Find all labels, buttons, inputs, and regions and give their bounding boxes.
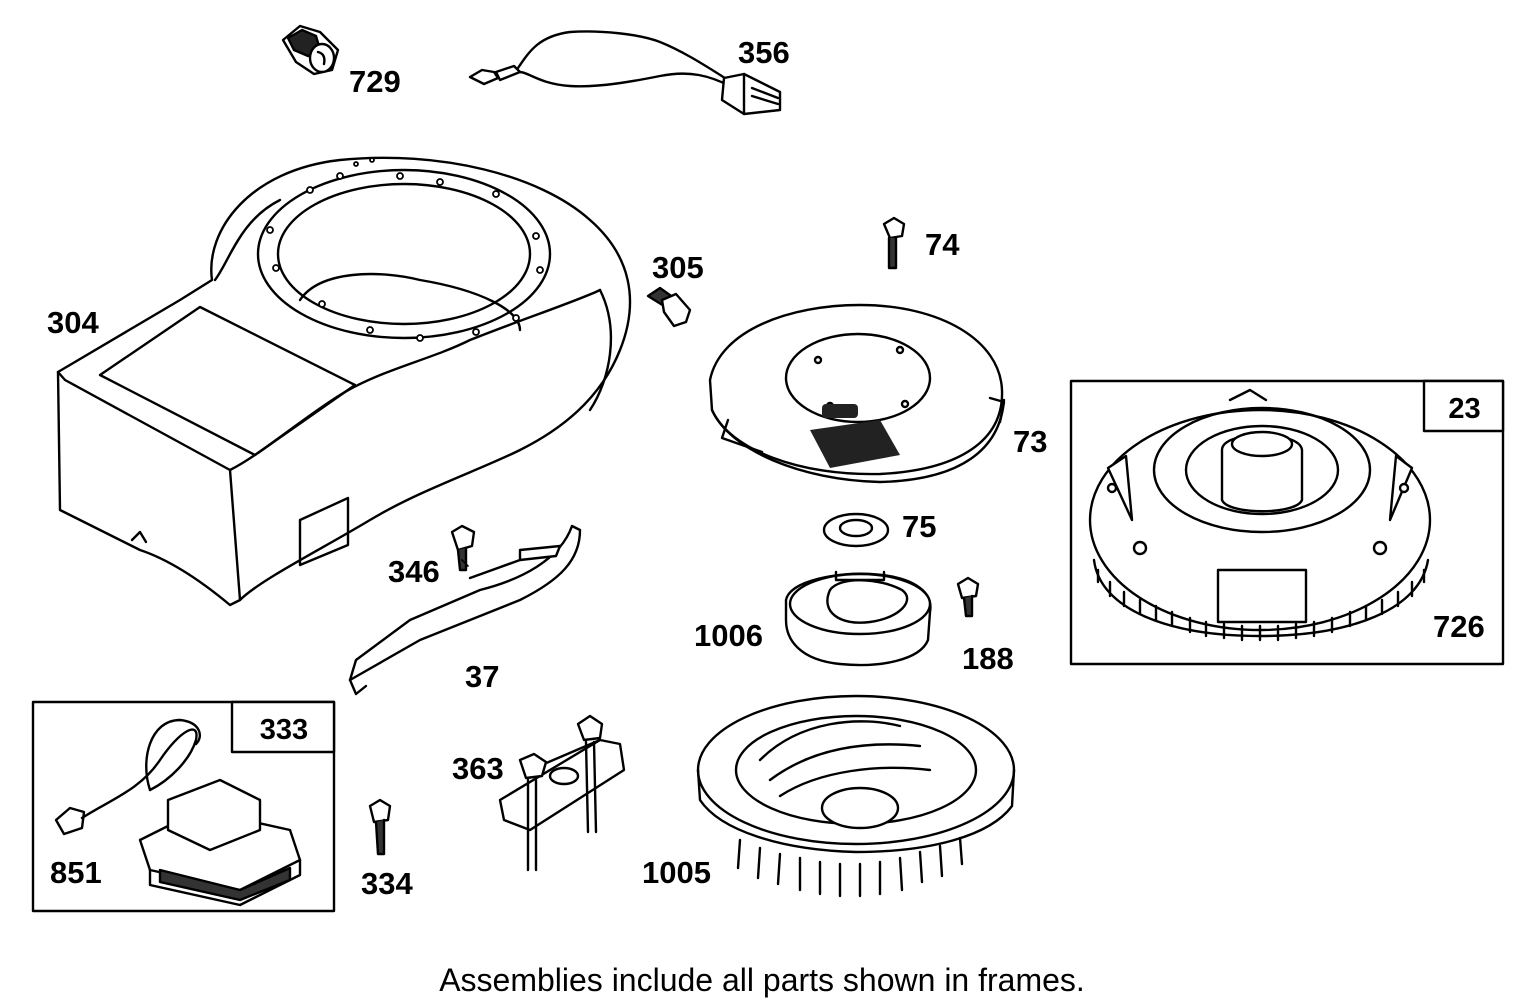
flywheel-part-726 (1088, 388, 1432, 642)
label-74: 74 (925, 227, 960, 262)
ground-wire-part-356 (468, 30, 782, 116)
bolt-part-346 (450, 524, 476, 572)
frame-label-333: 333 (259, 714, 309, 746)
screw-part-74 (882, 216, 906, 270)
label-726: 726 (1433, 609, 1485, 644)
frame-label-23: 23 (1448, 393, 1481, 425)
ignition-coil-part-851 (54, 718, 302, 907)
bolt-part-305 (646, 286, 692, 328)
blower-housing-part-304 (56, 156, 632, 607)
label-1005: 1005 (642, 855, 711, 890)
assembly-caption: Assemblies include all parts shown in fr… (439, 962, 1085, 998)
label-37: 37 (465, 659, 500, 694)
label-1006: 1006 (694, 618, 763, 653)
label-188: 188 (962, 641, 1014, 676)
label-304: 304 (47, 305, 99, 340)
washer-part-75 (822, 512, 890, 548)
rotating-screen-part-73 (708, 303, 1006, 484)
label-851: 851 (50, 855, 102, 890)
air-guide-part-37 (348, 524, 582, 696)
label-334: 334 (361, 866, 413, 901)
label-73: 73 (1013, 424, 1048, 459)
screen-perforations (810, 404, 900, 468)
fan-part-1005 (696, 694, 1016, 898)
label-75: 75 (902, 509, 937, 544)
screw-part-188 (956, 576, 980, 618)
label-346: 346 (388, 554, 440, 589)
label-305: 305 (652, 250, 704, 285)
label-729: 729 (349, 64, 401, 99)
ratchet-part-1006 (784, 570, 932, 667)
housing-bolt-holes (266, 157, 544, 342)
grommet-part-729 (281, 24, 340, 76)
bracket-part-363 (498, 714, 626, 872)
label-356: 356 (738, 35, 790, 70)
label-363: 363 (452, 751, 504, 786)
screw-part-334 (368, 798, 392, 856)
